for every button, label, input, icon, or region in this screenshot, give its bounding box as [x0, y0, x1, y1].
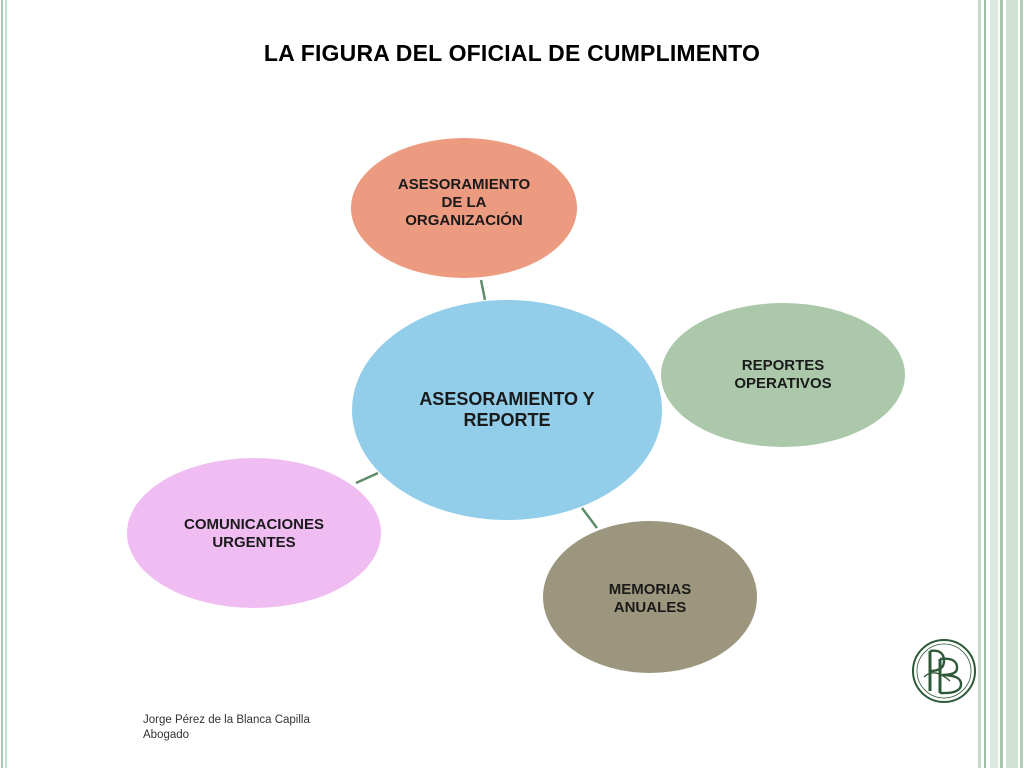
connector-top [479, 279, 487, 301]
slide-title: LA FIGURA DEL OFICIAL DE CUMPLIMENTO [263, 40, 761, 66]
node-memorias-anuales [543, 521, 757, 673]
left-frame-decoration [0, 0, 9, 768]
right-frame-decoration [978, 0, 1024, 768]
footer-credit: Jorge Pérez de la Blanca Capilla Abogado [143, 713, 310, 743]
connector-bottom-right [581, 507, 598, 529]
node-reportes-operativos [661, 303, 905, 447]
monogram-logo-icon [912, 639, 976, 703]
label-memorias-anuales: MEMORIAS ANUALES [608, 581, 692, 616]
label-asesoramiento-organizacion: ASESORAMIENTO DE LA ORGANIZACIÓN [397, 176, 531, 229]
label-center: ASESORAMIENTO Y REPORTE [419, 388, 595, 430]
footer-role: Abogado [143, 728, 190, 741]
node-asesoramiento-organizacion [351, 138, 577, 278]
connector-left [355, 471, 379, 485]
label-comunicaciones-urgentes: COMUNICACIONES URGENTES [183, 516, 324, 551]
label-reportes-operativos: REPORTES OPERATIVOS [734, 357, 832, 392]
footer-author: Jorge Pérez de la Blanca Capilla [143, 714, 310, 726]
node-comunicaciones-urgentes [127, 458, 381, 608]
node-center [352, 300, 662, 520]
